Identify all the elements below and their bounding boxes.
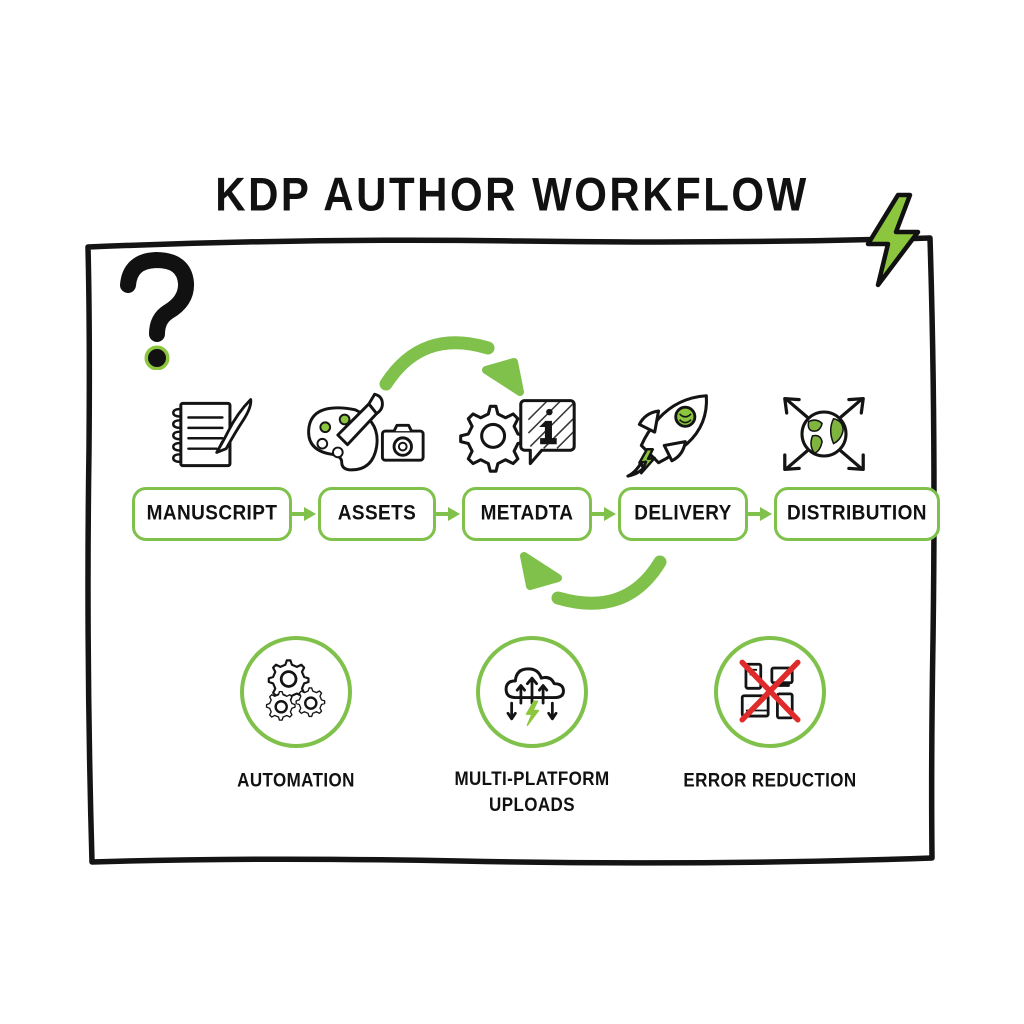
pipeline-step-label: METADTA [480, 501, 574, 526]
gears-icon [240, 636, 352, 748]
lightning-bolt-doodle [858, 192, 930, 288]
rocket-icon [596, 388, 744, 480]
pipeline-step-metadata[interactable]: METADTA [462, 487, 592, 541]
pipeline-step-label: MANUSCRIPT [146, 501, 278, 526]
benefit-label: MULTI-PLATFORM UPLOADS [454, 768, 610, 816]
curved-arrow-right-icon [378, 326, 544, 398]
pipeline-step-manuscript[interactable]: MANUSCRIPT [132, 487, 292, 541]
benefit-multi-platform-uploads[interactable]: MULTI-PLATFORM UPLOADS [432, 636, 632, 816]
pipeline-step-label: ASSETS [337, 501, 417, 526]
benefit-label: AUTOMATION [237, 769, 355, 792]
workflow-pipeline: MANUSCRIPT ASSETS METADTA [132, 485, 940, 543]
benefits-row: AUTOMATION [132, 636, 904, 836]
cloud-upload-lightning-icon [476, 636, 588, 748]
arrow-right-icon [592, 504, 618, 524]
pipeline-icon-row [132, 388, 904, 480]
benefit-label: ERROR REDUCTION [683, 769, 857, 792]
palette-camera-icon [292, 388, 436, 480]
arrow-right-icon [292, 504, 318, 524]
pipeline-step-delivery[interactable]: DELIVERY [618, 487, 748, 541]
pipeline-step-distribution[interactable]: DISTRIBUTION [774, 487, 940, 541]
notepad-quill-icon [132, 388, 292, 480]
arrow-right-icon [436, 504, 462, 524]
globe-arrows-icon [744, 388, 904, 480]
pipeline-step-assets[interactable]: ASSETS [318, 487, 436, 541]
pipeline-step-label: DELIVERY [634, 501, 732, 526]
question-mark-doodle [112, 252, 204, 371]
arrow-right-icon [748, 504, 774, 524]
page-title: KDP AUTHOR WORKFLOW [215, 168, 809, 221]
benefit-automation[interactable]: AUTOMATION [196, 636, 396, 793]
curved-arrow-left-icon [502, 552, 668, 624]
pipeline-step-label: DISTRIBUTION [787, 501, 927, 526]
benefit-error-reduction[interactable]: ERROR REDUCTION [670, 636, 870, 793]
devices-crossed-out-icon [714, 636, 826, 748]
gear-info-bubble-icon [436, 388, 596, 480]
